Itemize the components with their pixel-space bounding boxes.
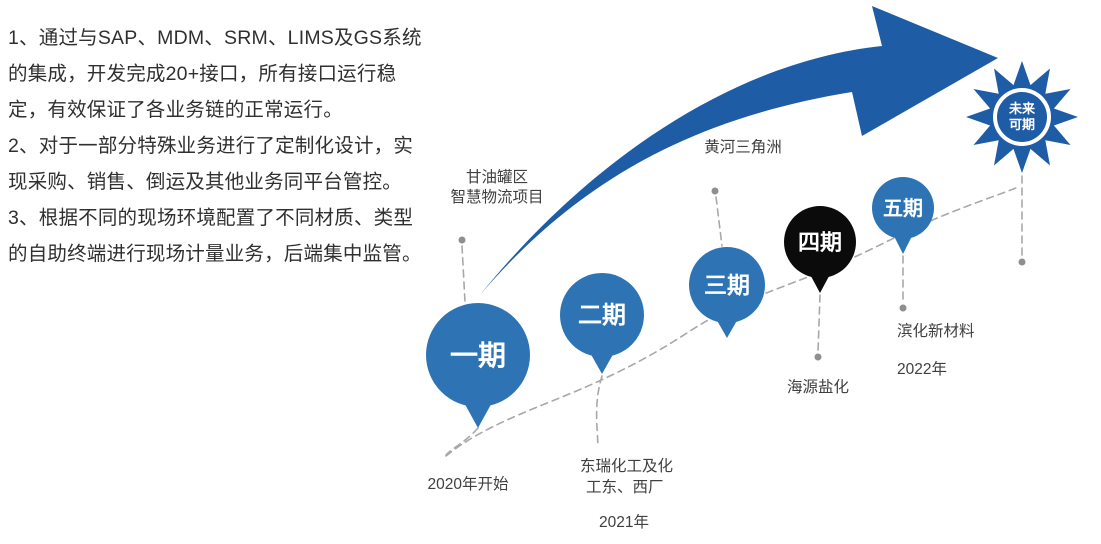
phase-1-project-line1: 甘油罐区: [466, 168, 528, 186]
phase-1-project-line2: 智慧物流项目: [450, 188, 543, 206]
future-badge-text-line2: 可期: [1009, 117, 1035, 132]
summary-point-2: 2、对于一部分特殊业务进行了定制化设计，实现采购、销售、倒运及其他业务同平台管控…: [8, 135, 414, 194]
phase-4-project: 海源盐化: [787, 378, 849, 396]
future-badge: 未来 可期: [966, 61, 1078, 173]
phase-pin-4-bubble: [784, 206, 856, 278]
leader-phase3: [715, 196, 723, 247]
summary-panel: 1、通过与SAP、MDM、SRM、LIMS及GS系统的集成，开发完成20+接口，…: [8, 20, 428, 272]
phase-2-date: 2021年: [599, 513, 649, 531]
phase-pin-5: 五期: [872, 177, 934, 254]
phase-3-project: 黄河三角洲: [704, 138, 782, 156]
phase-pin-3: 三期: [689, 247, 765, 338]
phase-pin-2: 二期: [560, 273, 644, 374]
connector-dot-phase5: [899, 304, 907, 312]
future-badge-core: [997, 92, 1047, 142]
phase-pin-5-bubble: [872, 177, 934, 239]
phase-5-project: 滨化新材料: [897, 322, 975, 340]
connector-dot-phase3: [711, 187, 719, 195]
phase-2-project-line1: 东瑞化工及化: [580, 457, 673, 475]
connector-dot-phase1: [458, 236, 466, 244]
leader-phase1-top: [461, 245, 466, 303]
growth-arrow-icon: [480, 6, 998, 295]
summary-point-1: 1、通过与SAP、MDM、SRM、LIMS及GS系统的集成，开发完成20+接口，…: [8, 27, 422, 122]
leader-phase1-bottom: [445, 427, 479, 456]
phase-pin-2-bubble: [560, 273, 644, 357]
phase-pin-2-label: 二期: [578, 302, 626, 329]
phase-2-project-line2: 工东、西厂: [586, 478, 664, 496]
leader-phase2: [595, 375, 603, 447]
leader-phase4: [817, 294, 821, 353]
phase-pin-3-bubble: [689, 247, 765, 323]
phase-pin-3-label: 三期: [704, 272, 750, 298]
phase-pin-1: 一期: [426, 303, 530, 428]
future-badge-text-line1: 未来: [1008, 101, 1036, 116]
connector-dot-phase4: [814, 353, 822, 361]
connector-dot-future: [1018, 258, 1026, 266]
phase-1-date: 2020年开始: [428, 475, 509, 493]
phase-5-date: 2022年: [897, 360, 947, 378]
phase-pin-1-label: 一期: [450, 340, 506, 371]
phase-pin-4: 四期: [784, 206, 856, 293]
summary-point-3: 3、根据不同的现场环境配置了不同材质、类型的自助终端进行现场计量业务，后端集中监…: [8, 207, 422, 266]
phase-pin-5-label: 五期: [883, 197, 923, 220]
phase-pin-1-bubble: [426, 303, 530, 407]
phase-pin-4-label: 四期: [798, 230, 842, 255]
